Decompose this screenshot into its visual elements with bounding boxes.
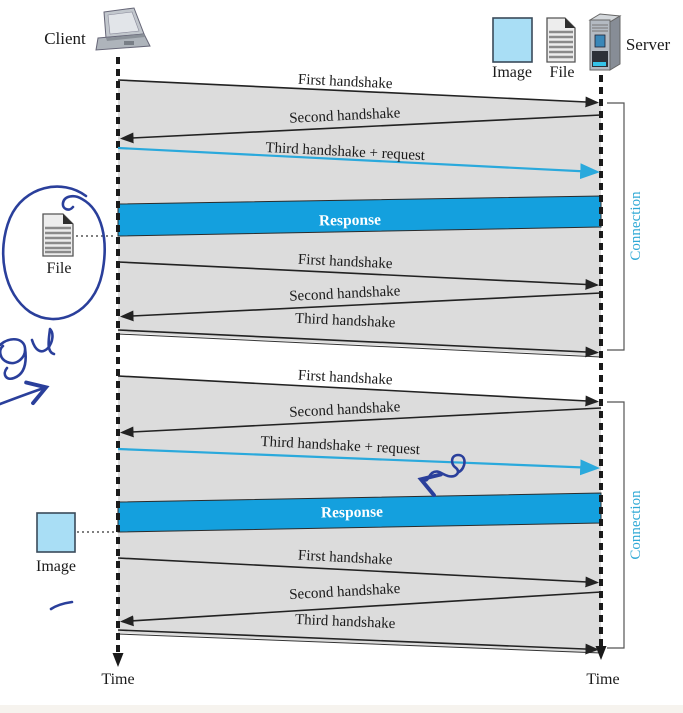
- label-close-third-handshake-2: Third handshake: [295, 612, 396, 632]
- label-second-handshake-2: Second handshake: [289, 399, 401, 421]
- label-first-handshake-2: First handshake: [298, 368, 394, 389]
- label-response-1: Response: [319, 211, 381, 229]
- connection-bracket-1: [607, 102, 625, 351]
- connection-label-1: Connection: [628, 191, 644, 261]
- image-icon: [492, 17, 533, 63]
- arrow-close-second-handshake-1: [119, 292, 602, 322]
- image-legend-label: Image: [492, 64, 532, 81]
- arrow-second-handshake-1: [119, 114, 602, 144]
- connection-bracket-2: [607, 401, 625, 649]
- laptop-icon: [95, 7, 151, 51]
- arrow-third-handshake-request-1: [117, 146, 600, 180]
- arrow-close-third-handshake-2: [117, 629, 600, 655]
- image-icon-left: [36, 512, 76, 553]
- label-close-first-handshake-2: First handshake: [298, 548, 394, 569]
- arrow-third-handshake-request-2: [117, 447, 600, 476]
- pen-arrow-annotation: [0, 380, 50, 406]
- pen-circle-annotation: [1, 185, 106, 321]
- connection-2: [117, 375, 602, 655]
- file-legend-label: File: [550, 64, 575, 81]
- server-icon: [588, 13, 622, 71]
- arrow-close-second-handshake-2: [119, 591, 602, 627]
- pen-dash-annotation: [49, 600, 74, 611]
- connection-label-2: Connection: [628, 490, 644, 560]
- image-side-label: Image: [36, 558, 76, 575]
- arrow-first-handshake-1: [117, 79, 600, 108]
- label-close-third-handshake-1: Third handshake: [295, 311, 396, 332]
- block-2-bottom-edge: [117, 633, 602, 654]
- connection-1: [117, 79, 602, 358]
- block-1-bottom-edge: [117, 333, 602, 358]
- label-close-second-handshake-2: Second handshake: [289, 581, 401, 603]
- file-icon-left: [42, 213, 74, 257]
- timeline-client: [112, 57, 124, 667]
- arrow-second-handshake-2: [119, 407, 602, 438]
- label-first-handshake-1: First handshake: [298, 72, 394, 92]
- client-label: Client: [44, 29, 86, 48]
- pen-scribble-annotation: [0, 327, 56, 380]
- time-label-left: Time: [101, 671, 134, 688]
- label-close-first-handshake-1: First handshake: [298, 252, 394, 272]
- label-response-2: Response: [321, 503, 383, 521]
- server-label: Server: [626, 35, 671, 54]
- arrow-first-handshake-2: [117, 375, 600, 407]
- file-side-label: File: [47, 260, 72, 277]
- arrow-close-first-handshake-1: [117, 261, 600, 290]
- file-icon: [546, 17, 576, 63]
- time-label-right: Time: [586, 671, 619, 688]
- timeline-client-arrowhead: [112, 653, 124, 667]
- label-second-handshake-1: Second handshake: [289, 105, 401, 127]
- page-bottom-edge: [0, 705, 683, 713]
- arrow-close-first-handshake-2: [117, 557, 600, 588]
- arrow-close-third-handshake-1: [117, 329, 600, 358]
- label-close-second-handshake-1: Second handshake: [289, 283, 401, 305]
- pen-squiggle-annotation: [417, 453, 466, 498]
